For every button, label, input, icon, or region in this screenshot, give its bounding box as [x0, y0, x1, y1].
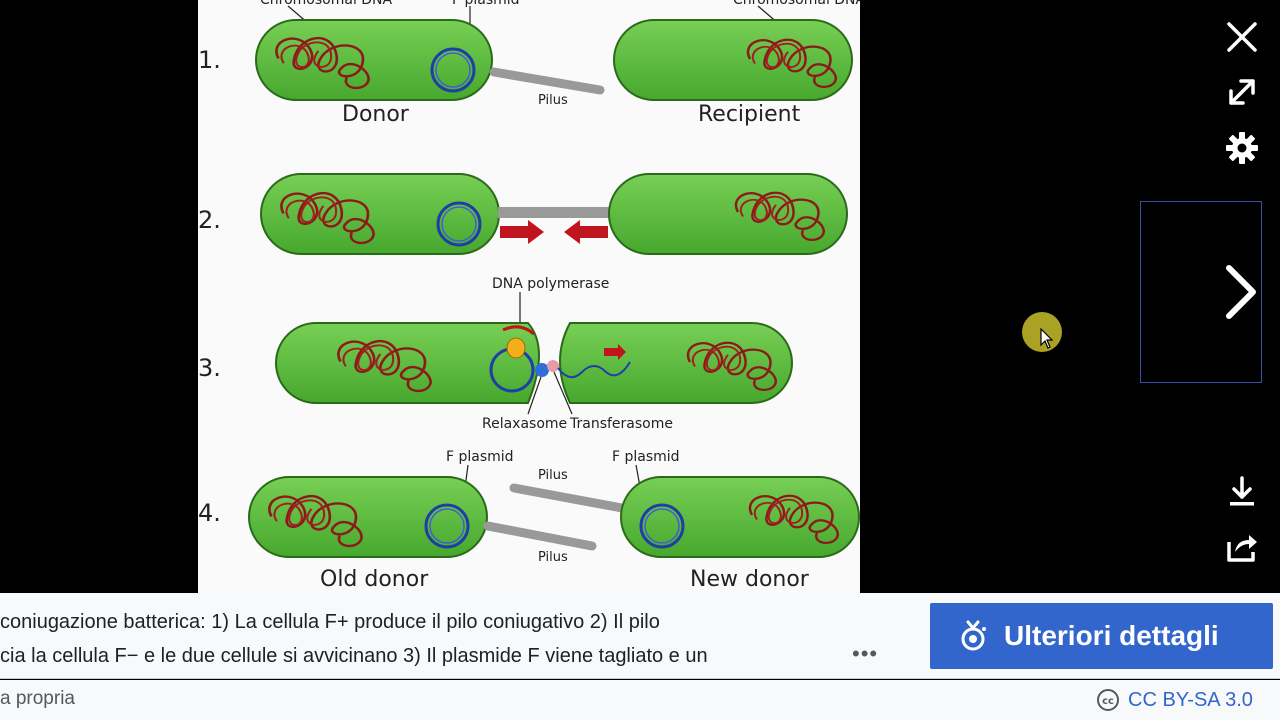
old-donor-cell	[248, 476, 488, 558]
transferasome	[547, 360, 559, 372]
pilus	[509, 483, 627, 513]
f-plasmid-label: F plasmid	[612, 449, 680, 465]
relaxasome	[535, 363, 549, 377]
recipient-cell	[613, 19, 853, 101]
caption-line: coniugazione batterica: 1) La cellula F+…	[0, 611, 660, 633]
expand-icon	[1229, 79, 1255, 105]
chromosomal-dna-label: Chromosomal DNA	[260, 0, 393, 8]
f-plasmid	[639, 503, 685, 549]
donor-label: Donor	[342, 102, 410, 127]
close-icon	[1227, 22, 1257, 52]
arrow-right-icon	[604, 344, 626, 360]
gear-icon	[1226, 132, 1258, 164]
footer-bar: a propria cc CC BY-SA 3.0	[0, 680, 1280, 720]
chromosomal-dna-label: Chromosomal DNA	[733, 0, 860, 8]
f-plasmid	[430, 47, 476, 93]
donor-cell	[275, 322, 540, 404]
pilus-label: Pilus	[538, 550, 568, 565]
donor-cell	[260, 173, 500, 255]
pilus-label: Pilus	[538, 468, 568, 483]
dna-polymerase-label: DNA polymerase	[492, 276, 609, 292]
step-label: 3.	[198, 354, 221, 382]
arrow-right-icon	[500, 220, 544, 244]
download-icon	[1230, 476, 1254, 506]
donor-cell	[255, 19, 493, 101]
new-donor-label: New donor	[690, 567, 810, 592]
f-plasmid-label: F plasmid	[452, 0, 520, 8]
step-label: 2.	[198, 206, 221, 234]
caption-line: cia la cellula F− e le due cellule si av…	[0, 645, 708, 667]
recipient-label: Recipient	[698, 102, 801, 127]
fullscreen-button[interactable]	[1220, 70, 1264, 114]
pilus	[498, 207, 610, 218]
pilus	[483, 521, 597, 551]
f-plasmid	[424, 503, 470, 549]
image-details-icon	[961, 620, 986, 651]
mouse-cursor-icon	[1040, 328, 1054, 349]
media-viewer: 1. Chromosomal DNA F plasmid Chromosomal…	[198, 0, 1264, 593]
svg-text:cc: cc	[1102, 696, 1114, 707]
close-button[interactable]	[1220, 15, 1264, 59]
share-button[interactable]	[1220, 525, 1264, 569]
transferasome-label: Transferasome	[569, 416, 673, 432]
diagram-svg: 1. Chromosomal DNA F plasmid Chromosomal…	[198, 0, 860, 592]
more-details-label: Ulteriori dettagli	[1004, 620, 1219, 651]
download-button[interactable]	[1220, 470, 1264, 514]
step-label: 4.	[198, 499, 221, 527]
pilus	[489, 67, 605, 95]
old-donor-label: Old donor	[320, 567, 429, 592]
author-text: a propria	[0, 688, 75, 709]
next-image-button[interactable]	[1140, 201, 1262, 383]
step-label: 1.	[198, 46, 221, 74]
caption-bar: coniugazione batterica: 1) La cellula F+…	[0, 593, 1280, 679]
chevron-right-icon	[1226, 265, 1256, 319]
conjugation-diagram: 1. Chromosomal DNA F plasmid Chromosomal…	[198, 0, 860, 593]
settings-button[interactable]	[1220, 126, 1264, 170]
cc-icon: cc	[1097, 689, 1119, 711]
f-plasmid	[436, 201, 482, 247]
relaxasome-label: Relaxasome	[482, 416, 567, 432]
image-caption: coniugazione batterica: 1) La cellula F+…	[0, 605, 880, 673]
more-details-button[interactable]: Ulteriori dettagli	[930, 603, 1273, 669]
share-icon	[1227, 535, 1257, 562]
dna-polymerase	[506, 337, 526, 359]
arrow-left-icon	[564, 220, 608, 244]
recipient-cell	[608, 173, 848, 255]
f-plasmid-label: F plasmid	[446, 449, 514, 465]
license-label: CC BY-SA 3.0	[1128, 688, 1253, 711]
expand-caption-button[interactable]: •••	[852, 641, 879, 666]
license-link[interactable]: cc CC BY-SA 3.0	[1096, 688, 1253, 712]
recipient-cell	[559, 322, 793, 404]
pilus-label: Pilus	[538, 93, 568, 108]
